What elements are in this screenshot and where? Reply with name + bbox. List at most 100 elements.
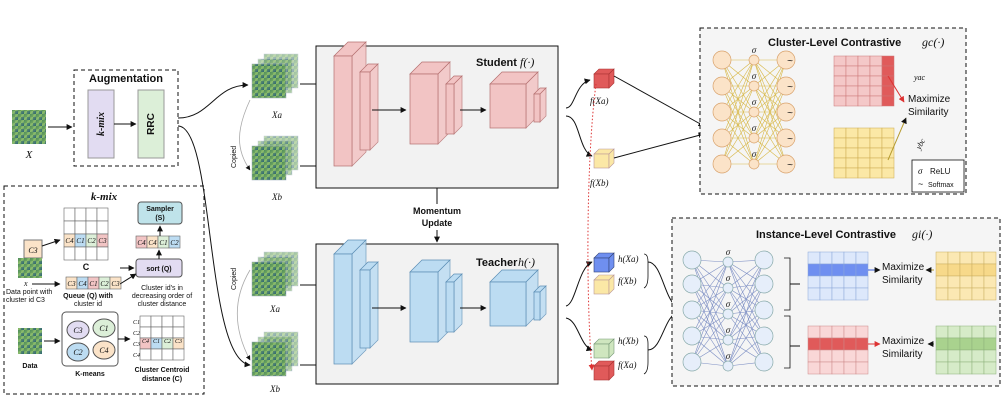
instance-matrix-d-cell xyxy=(971,361,985,375)
net-edge xyxy=(691,313,729,363)
sigma-label: σ xyxy=(752,45,757,55)
net-edge xyxy=(727,309,765,367)
instance-matrix-c-cell xyxy=(935,263,949,277)
instance-matrix-b-cell xyxy=(807,325,821,339)
cluster-ya: yac xyxy=(913,73,926,82)
instance-matrix-c-cell xyxy=(983,275,997,289)
net-edge xyxy=(721,59,755,139)
cluster-matrix-a-cell xyxy=(869,75,883,87)
net-edge xyxy=(753,85,787,165)
centroid-cell xyxy=(172,315,185,328)
instance-matrix-a-cell xyxy=(843,263,857,277)
net-edge xyxy=(727,283,765,367)
instance-matrix-d-cell xyxy=(947,349,961,363)
instance-matrix-c-cell xyxy=(947,251,961,265)
view-spectrogram xyxy=(251,145,287,181)
instance-matrix-b-cell xyxy=(831,349,845,363)
student-feature-b xyxy=(608,148,615,169)
cluster-arrow xyxy=(887,117,907,161)
data-point-caption-2: cluster id C3 xyxy=(6,297,45,304)
net-edge xyxy=(727,283,765,341)
cluster-matrix-b-cell xyxy=(857,157,871,169)
instance-matrix-b-cell xyxy=(807,349,821,363)
net-edge xyxy=(691,261,729,311)
block-front xyxy=(533,93,541,123)
instance-matrix-a-cell xyxy=(819,287,833,301)
net-node xyxy=(776,154,796,174)
c-grid-text: C2 xyxy=(87,237,96,245)
cluster-matrix-b-cell xyxy=(845,167,859,179)
centroid-cell-text: C3 xyxy=(175,339,182,345)
block-side xyxy=(369,261,379,349)
cluster-matrix-b-cell xyxy=(845,157,859,169)
cluster-matrix-b-cell xyxy=(857,167,871,179)
augmentation-box: Augmentation k-mix RRC xyxy=(73,69,179,167)
net-node xyxy=(682,352,702,372)
instance-matrix-d-cell xyxy=(983,337,997,351)
cluster-matrix-a-cell xyxy=(857,95,871,107)
momentum-label-2: Update xyxy=(422,218,453,228)
centroid-cell-text: C1 xyxy=(153,339,160,345)
cluster-matrix-b-cell xyxy=(833,147,847,159)
sorted-caption-2: decreasing order of xyxy=(132,293,192,300)
centroid-row-label: C4 xyxy=(133,352,140,359)
instance-matrix-a-cell xyxy=(831,251,845,265)
centroid-cell xyxy=(161,315,174,328)
sigma-label: σ xyxy=(752,123,757,133)
cluster-matrix-a-cell xyxy=(845,75,859,87)
instance-matrix-d-cell xyxy=(935,325,949,339)
net-node xyxy=(712,154,732,174)
net-node xyxy=(754,352,774,372)
kmix-panel-title: k-mix xyxy=(91,191,118,203)
student-network: Student f(·) xyxy=(315,41,559,189)
instance-matrix-a-cell xyxy=(807,263,821,277)
cluster-matrix-a-cell xyxy=(881,95,895,107)
instance-matrix-b-cell xyxy=(831,337,845,351)
brace xyxy=(643,253,649,289)
centroid-caption-1: Cluster Centroid xyxy=(135,367,190,374)
net-node xyxy=(776,102,796,122)
softmax-symbol: ~ xyxy=(787,82,793,93)
instance-matrix-a-cell xyxy=(831,263,845,277)
cluster-matrix-a-cell xyxy=(857,65,871,77)
c-grid-cell xyxy=(85,207,98,222)
teacher-out-hb: h(Xb) xyxy=(618,336,639,346)
net-edge xyxy=(691,259,729,315)
c-grid-cell xyxy=(74,207,87,222)
cluster-maximize-1: Maximize xyxy=(908,94,951,105)
instance-matrix-c-cell xyxy=(947,275,961,289)
instance-matrix-c-cell xyxy=(983,263,997,277)
instance-matrix-c-cell xyxy=(959,287,973,301)
net-edge xyxy=(727,259,765,341)
instance-maximize-2: Similarity xyxy=(882,275,923,286)
cluster-matrix-b-cell xyxy=(869,127,883,139)
cluster-matrix-b-cell xyxy=(869,137,883,149)
cluster-matrix-b-cell xyxy=(869,147,883,159)
input-label: X xyxy=(25,149,34,161)
cluster-matrix-b-cell xyxy=(833,157,847,169)
instance-matrix-d-cell xyxy=(959,361,973,375)
instance-matrix-c-cell xyxy=(983,251,997,265)
instance-matrix-d-cell xyxy=(935,361,949,375)
net-node xyxy=(722,360,734,372)
student-label: Student xyxy=(476,57,517,69)
cluster-matrix-a-cell xyxy=(833,75,847,87)
instance-title: Instance-Level Contrastive xyxy=(756,229,896,241)
net-node xyxy=(754,326,774,346)
instance-matrix-b-cell xyxy=(819,349,833,363)
net-node xyxy=(754,274,774,294)
sort-label: sort (Q) xyxy=(146,266,171,273)
augmentation-title: Augmentation xyxy=(89,73,163,85)
sorted-cell-text: C1 xyxy=(159,239,167,247)
cluster-matrix-b-cell xyxy=(869,157,883,169)
cluster-matrix-a-cell xyxy=(833,85,847,97)
legend-relu: ReLU xyxy=(930,167,951,176)
cluster-matrix-a-cell xyxy=(881,75,895,87)
cluster-contrastive-box: Cluster-Level Contrastive gc(·) σ~σ~σ~σ~… xyxy=(699,27,967,195)
centroid-cell-text: C2 xyxy=(164,339,171,345)
teacher-feature-hb xyxy=(608,338,615,359)
instance-matrix-c-cell xyxy=(947,287,961,301)
cluster-matrix-b-cell xyxy=(881,167,895,179)
net-edge xyxy=(691,287,729,363)
centroid-row-label: C3 xyxy=(133,342,140,348)
